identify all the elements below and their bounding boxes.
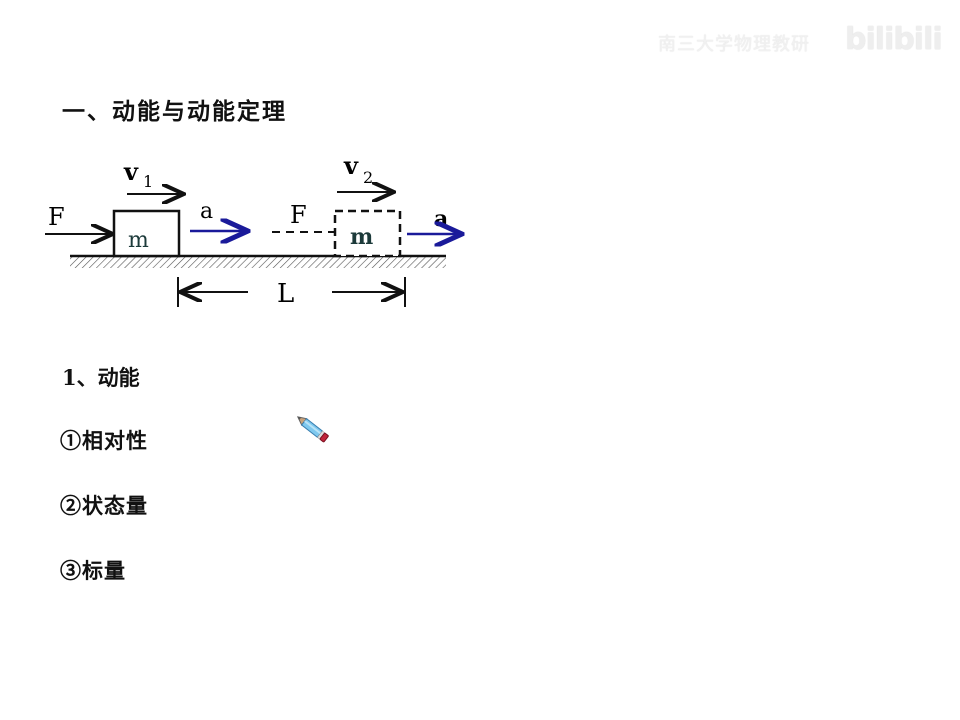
list-item-relativity: ①相对性 bbox=[60, 428, 148, 453]
block-1 bbox=[112, 209, 181, 258]
velocity-1-label: v bbox=[123, 157, 139, 186]
watermark-text: 南三大学物理教研 bbox=[658, 34, 810, 55]
pencil-icon bbox=[290, 406, 334, 454]
velocity-2-label: v bbox=[343, 151, 359, 180]
ground-hatch bbox=[70, 256, 446, 268]
force-label-dashed: F bbox=[290, 201, 307, 229]
force-label: F bbox=[48, 203, 65, 231]
velocity-2-subscript: 2 bbox=[363, 168, 373, 187]
accel-label-1: a bbox=[200, 199, 213, 224]
velocity-1-subscript: 1 bbox=[143, 172, 153, 191]
list-item-state-quantity: ②状态量 bbox=[60, 493, 148, 518]
mass-label-2: m bbox=[350, 224, 373, 250]
section-heading: 1、动能 bbox=[62, 365, 140, 390]
distance-label: L bbox=[277, 279, 294, 309]
accel-label-2: a bbox=[434, 206, 448, 232]
mass-label-1: m bbox=[128, 228, 149, 253]
bilibili-logo: bilibili bbox=[845, 22, 943, 57]
block-2-dashed bbox=[333, 209, 402, 258]
physics-diagram: m F v 1 a m F v 2 a L bbox=[30, 150, 480, 324]
list-item-scalar: ③标量 bbox=[60, 558, 126, 583]
slide-title: 一、动能与动能定理 bbox=[62, 98, 287, 125]
